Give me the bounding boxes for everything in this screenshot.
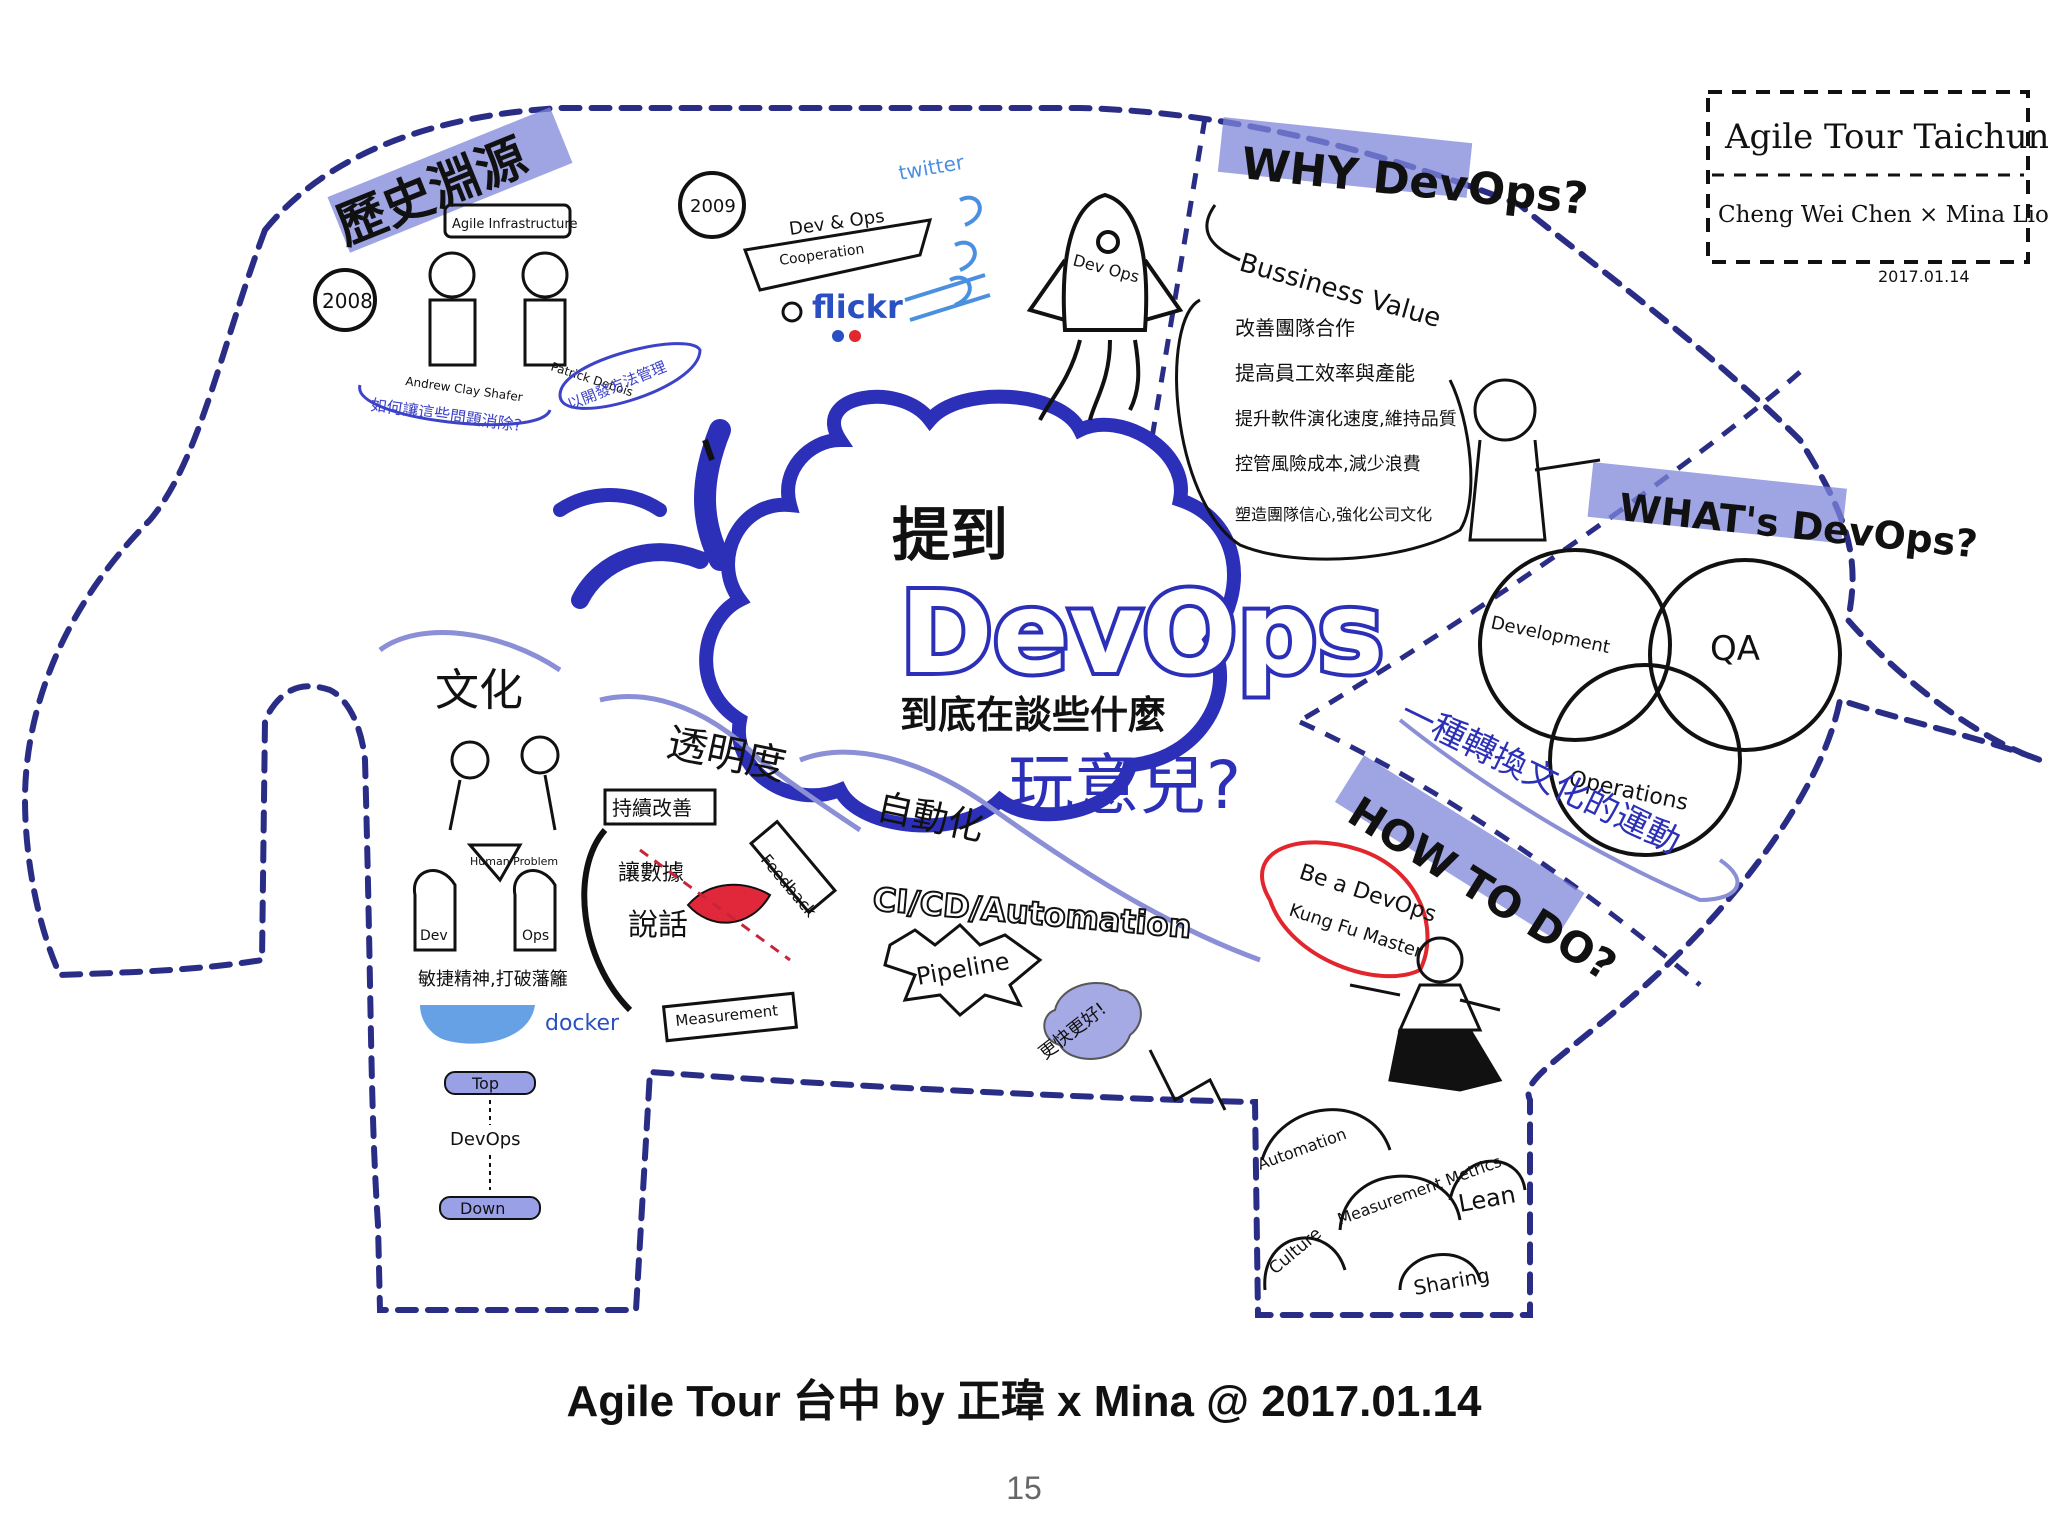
venn-qa [1648,558,1842,752]
center-line1: 提到 [892,501,1008,569]
culture-silo: 敏捷精神,打破藩籬 [418,969,568,990]
badge-authors: Cheng Wei Chen × Mina Liou [1718,202,2048,228]
center-line3: 到底在談些什麼 [900,693,1166,737]
person-patrick [521,251,569,367]
center-devops: DevOps [900,569,1384,699]
section-why: WHY DevOps? Bussiness Value 改善團隊合作 提高員工效… [1175,117,1601,561]
culture-docker: docker [545,1011,620,1036]
section-flickr: 2009 Dev & Ops Cooperation twitter flick… [678,150,991,342]
calms-automation: Automation [1255,1124,1349,1174]
flickr-twitter: twitter [897,150,967,185]
badge-date: 2017.01.14 [1878,267,1970,286]
twitter-bird-icon [904,195,991,322]
flickr-dot-blue [832,330,844,342]
center-line4: 玩意兒? [1008,747,1241,824]
transparency-measurement: Measurement [675,1001,779,1030]
badge-title: Agile Tour Taichung [1724,117,2048,157]
location-pin-icon [781,301,803,323]
transparency-speak: 說話 [628,908,688,943]
flickr-year: 2009 [690,196,736,217]
fighting-figures [448,735,560,831]
why-item-1: 改善團隊合作 [1235,316,1355,340]
venn-development [1478,548,1672,742]
history-agile-infra: Agile Infrastructure [452,217,577,232]
culture-title: 文化 [435,665,523,716]
what-dev: Development [1489,612,1612,658]
lips-icon [686,883,772,924]
transparency-improve: 持續改善 [612,796,692,820]
culture-devops: DevOps [450,1129,521,1150]
page-number: 15 [1006,1470,1042,1506]
presenter-figure [1468,378,1601,542]
culture-dev: Dev [420,928,448,944]
flickr-logo: flickr [812,288,903,326]
docker-whale-icon [420,1005,535,1044]
why-item-5: 塑造團隊信心,強化公司文化 [1235,505,1432,524]
elephant-outline [21,105,2042,1318]
history-year: 2008 [322,289,373,313]
automation-ci: CI/CD/Automation [871,880,1193,946]
event-badge: Agile Tour Taichung Cheng Wei Chen × Min… [1706,90,2048,286]
what-qa: QA [1710,629,1760,669]
calms-sharing: Sharing [1412,1263,1492,1300]
divider-how [1298,719,1702,987]
automation-pipeline: Pipeline [914,947,1011,991]
kungfu-master-figure [1349,936,1503,1092]
calms-lean: Lean [1456,1180,1518,1218]
section-culture: 文化 Human Problem Dev Ops 敏捷精神,打破藩籬 docke… [378,630,620,1220]
venn-operations [1548,663,1742,857]
history-andrew: Andrew Clay Shafer [405,374,524,404]
section-calms [1260,1108,1527,1291]
why-item-4: 控管風險成本,減少浪費 [1235,454,1421,475]
center-cloud: 提到 DevOps 到底在談些什麼 玩意兒? [553,389,1388,833]
rocket-label: Dev Ops [1071,251,1141,287]
culture-human: Human Problem [470,855,558,868]
culture-top: Top [471,1074,499,1093]
flickr-dot-red [849,330,861,342]
section-history: 歷史淵源 2008 Agile Infrastructure Andrew Cl… [313,107,702,435]
person-andrew [428,251,477,367]
why-item-3: 提升軟件演化速度,維持品質 [1235,409,1457,430]
why-item-2: 提高員工效率與產能 [1235,361,1415,385]
rocket-icon [1026,192,1184,421]
hand-pointing-icon [1148,1049,1227,1111]
flickr-banner2: Cooperation [778,241,865,269]
divider-what [1296,370,1802,725]
culture-ops: Ops [522,928,549,944]
slide-caption: Agile Tour 台中 by 正瑋 x Mina @ 2017.01.14 [566,1377,1482,1426]
culture-down: Down [460,1199,505,1218]
